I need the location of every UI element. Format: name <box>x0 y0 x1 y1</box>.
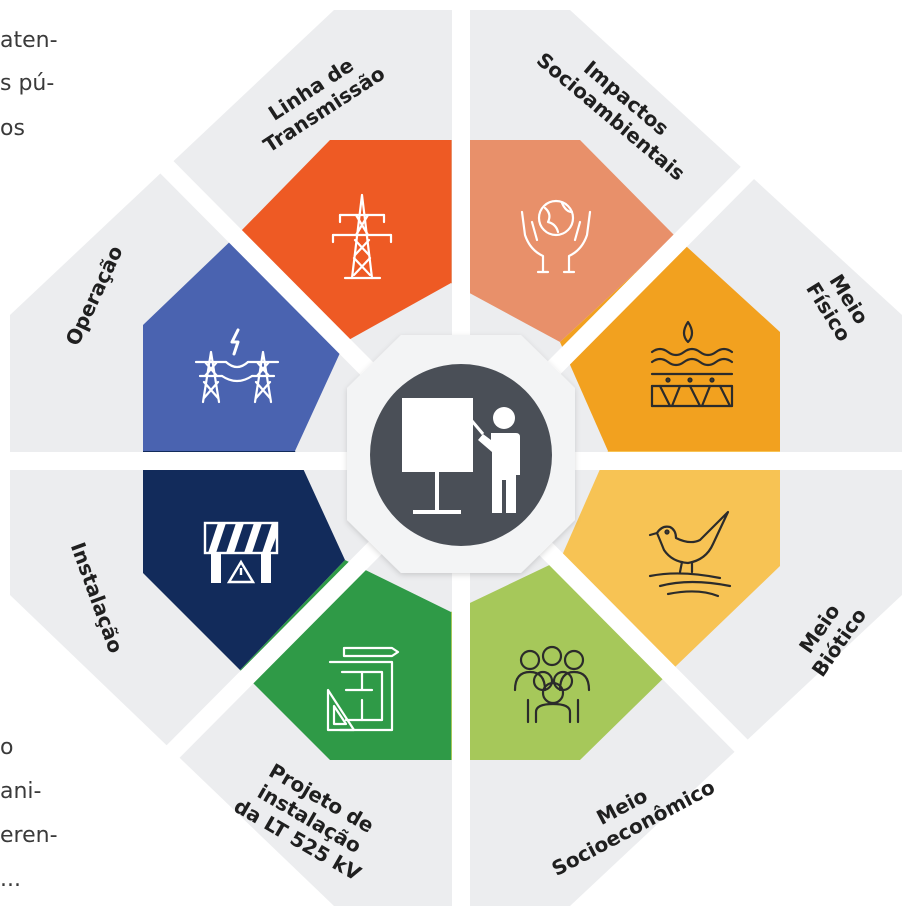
left-text-line: aten- <box>0 28 58 53</box>
segment-operacao <box>143 232 345 451</box>
left-text-line: os <box>0 116 25 141</box>
segment-linha-transmissao <box>240 140 451 342</box>
blueprint-icon <box>326 646 400 732</box>
left-text-line: eren- <box>0 823 58 848</box>
inner-segments <box>143 140 780 760</box>
left-text-line: ani- <box>0 779 42 804</box>
left-text-line: ... <box>0 867 21 892</box>
segment-instalacao <box>143 451 345 670</box>
presentation-icon <box>402 398 520 514</box>
people-group-icon <box>513 645 591 724</box>
left-text-line: s pú- <box>0 71 55 96</box>
segment-impactos <box>451 140 675 342</box>
segment-projeto <box>240 560 451 760</box>
left-text-line: o <box>0 735 14 760</box>
bird-icon <box>648 510 732 598</box>
segment-meio-biotico <box>560 451 780 667</box>
power-lines-icon <box>194 328 280 404</box>
road-barrier-icon <box>203 521 279 584</box>
transmission-tower-icon <box>331 193 393 280</box>
soil-layers-icon <box>650 320 734 408</box>
hands-globe-icon <box>520 199 592 274</box>
segment-meio-socioeconomico <box>451 560 675 760</box>
